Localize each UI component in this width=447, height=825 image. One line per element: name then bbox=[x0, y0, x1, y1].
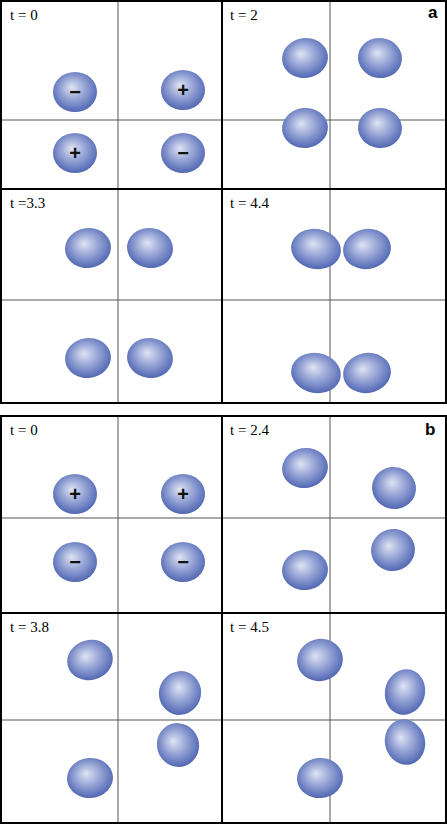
charged-drop: + bbox=[161, 474, 205, 514]
charged-drop: − bbox=[161, 542, 205, 582]
panel-letter: a bbox=[428, 4, 437, 23]
charged-drop: − bbox=[53, 72, 97, 112]
drop-blobs bbox=[63, 444, 431, 800]
charged-drop: + bbox=[53, 474, 97, 514]
charged-drop: + bbox=[53, 133, 97, 173]
panel-a-grid bbox=[1, 1, 446, 403]
charged-drop: − bbox=[161, 133, 205, 173]
time-stamp: t =3.3 bbox=[10, 195, 45, 212]
time-stamp: t = 0 bbox=[10, 422, 38, 439]
charged-drop: − bbox=[53, 542, 97, 582]
charge-sign: + bbox=[69, 484, 81, 504]
time-stamp: t = 3.8 bbox=[10, 619, 49, 636]
charged-drop: + bbox=[161, 70, 205, 110]
time-stamp: t = 4.4 bbox=[230, 195, 269, 212]
time-stamp: t = 0 bbox=[10, 7, 38, 24]
panel-b-grid bbox=[1, 416, 446, 823]
charge-sign: + bbox=[69, 143, 81, 163]
charge-sign: − bbox=[69, 552, 81, 572]
charge-sign: − bbox=[69, 82, 81, 102]
drop-blobs bbox=[62, 35, 404, 397]
panel-letter: b bbox=[425, 421, 435, 440]
charge-sign: − bbox=[177, 552, 189, 572]
time-stamp: t = 2.4 bbox=[230, 422, 269, 439]
charge-sign: + bbox=[177, 484, 189, 504]
time-stamp: t = 4.5 bbox=[230, 619, 269, 636]
time-stamp: t = 2 bbox=[230, 7, 258, 24]
charge-sign: + bbox=[177, 80, 189, 100]
charge-sign: − bbox=[177, 143, 189, 163]
